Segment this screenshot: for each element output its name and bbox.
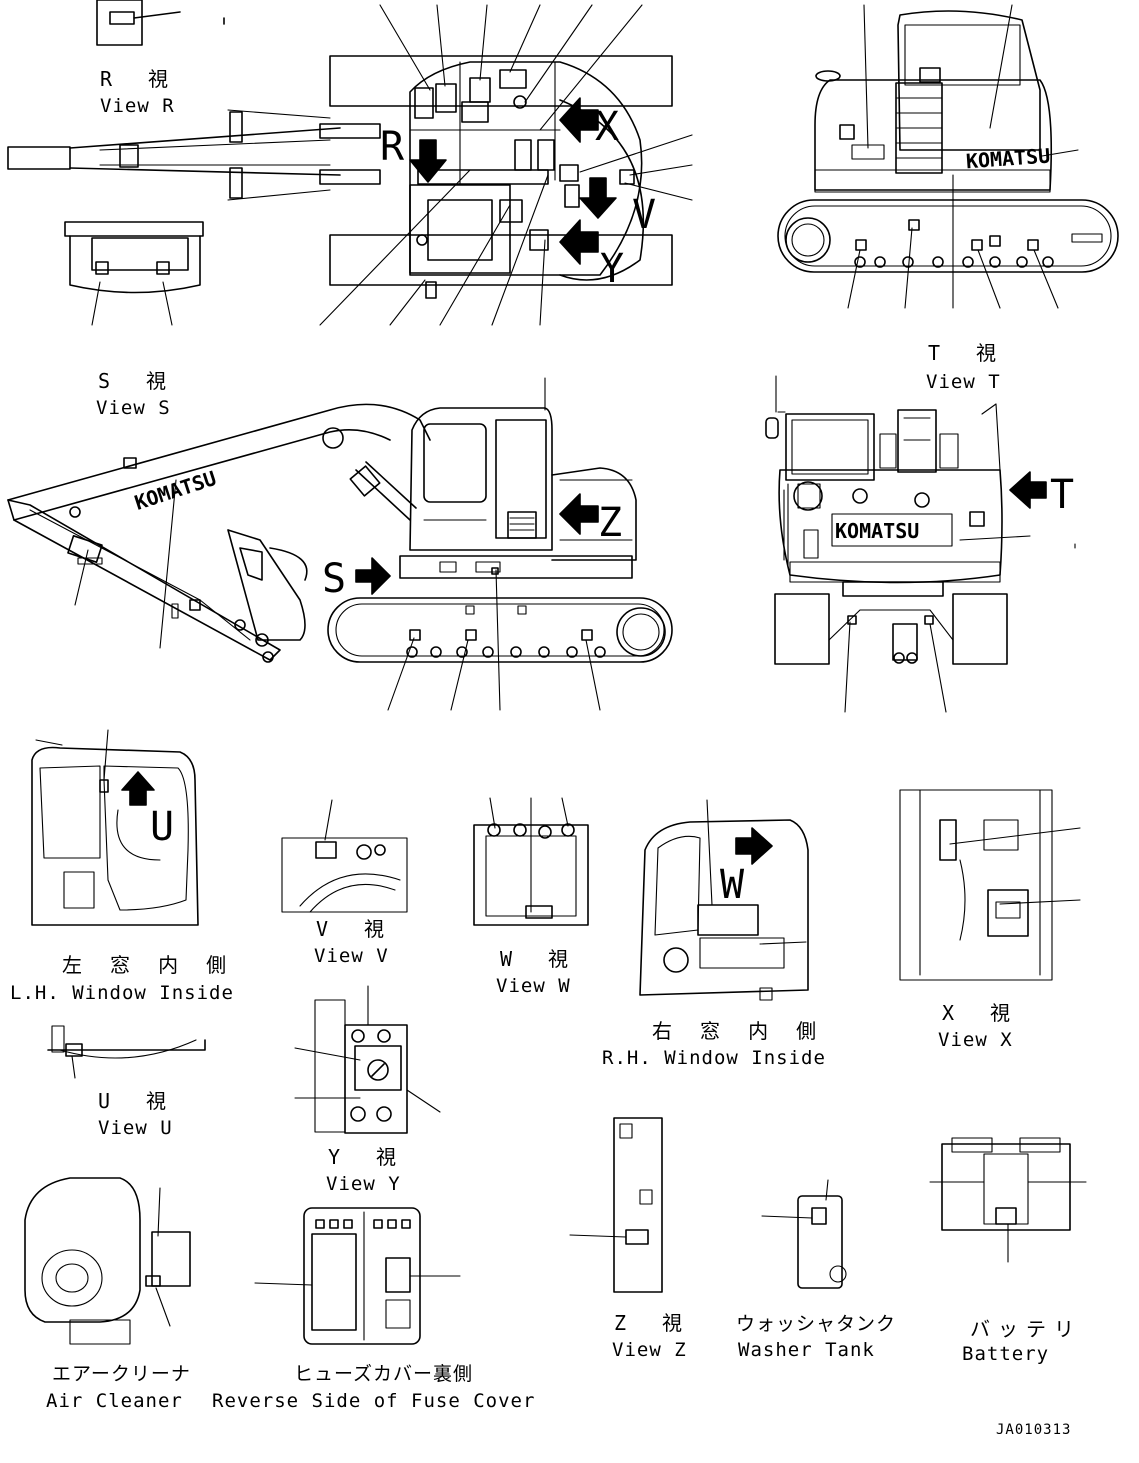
caption-view-r-jp: R 視 [100, 67, 176, 91]
view-letter-z: Z [598, 500, 622, 546]
caption-view-y-jp: Y 視 [328, 1145, 404, 1169]
caption-washer-tank-jp: ウォッシャタンク [736, 1313, 896, 1335]
view-letter-s: S [322, 556, 346, 602]
view-letter-y: Y [600, 246, 624, 292]
caption-battery-jp: バッテリ [970, 1317, 1082, 1341]
view-letter-x: X [595, 104, 619, 150]
caption-view-w-en: View W [496, 975, 571, 997]
caption-view-t-en: View T [926, 371, 1001, 393]
view-letter-r: R [380, 124, 405, 170]
view-letter-w: W [720, 862, 745, 908]
top-plan-view [7, 4, 693, 326]
caption-view-y-en: View Y [326, 1173, 401, 1195]
view-s-detail [64, 221, 204, 326]
drawing-number: JA010313 [996, 1422, 1071, 1438]
brand-mark-rear-view: KOMATSU [835, 519, 919, 543]
caption-view-r-en: View R [100, 95, 175, 117]
battery-detail [929, 1137, 1087, 1263]
caption-battery-en: Battery [962, 1343, 1049, 1365]
caption-view-u-jp: U 視 [98, 1089, 174, 1113]
view-letter-u: U [150, 804, 174, 850]
caption-view-z-en: View Z [612, 1339, 687, 1361]
caption-view-s-jp: S 視 [98, 369, 174, 393]
side-machine-view [7, 377, 673, 711]
caption-washer-tank-en: Washer Tank [738, 1339, 875, 1361]
rh-window-inside-view [639, 799, 809, 1001]
view-letter-t: T [1050, 472, 1074, 518]
caption-view-u-en: View U [98, 1117, 173, 1139]
washer-tank-detail [761, 1179, 847, 1289]
caption-fuse-cover-jp: ヒューズカバー裏側 [294, 1363, 473, 1385]
fuse-cover-detail [254, 1207, 461, 1345]
caption-lh-window-en: L.H. Window Inside [10, 982, 234, 1004]
caption-air-cleaner-jp: エアークリーナ [52, 1363, 191, 1385]
caption-view-t-jp: T 視 [928, 341, 1004, 365]
brand-mark-rear: KOMATSU [965, 144, 1051, 174]
caption-view-w-jp: W 視 [500, 947, 576, 971]
view-letter-v: V [632, 192, 656, 238]
caption-view-x-jp: X 視 [942, 1001, 1018, 1025]
caption-view-z-jp: Z 視 [614, 1311, 690, 1335]
view-y-detail [294, 985, 441, 1134]
caption-rh-window-en: R.H. Window Inside [602, 1047, 826, 1069]
lh-window-inside-view [31, 729, 199, 926]
view-r-detail [96, 0, 225, 46]
caption-air-cleaner-en: Air Cleaner [46, 1390, 183, 1412]
view-x-detail [899, 789, 1081, 981]
caption-rh-window-jp: 右 窓 内 側 [652, 1019, 824, 1043]
brand-mark-boom: KOMATSU [132, 466, 220, 515]
view-z-detail [569, 1117, 663, 1293]
caption-view-v-en: View V [314, 945, 389, 967]
caption-fuse-cover-en: Reverse Side of Fuse Cover [212, 1390, 535, 1412]
view-w-detail [473, 797, 589, 926]
air-cleaner-detail [24, 1177, 191, 1345]
view-v-detail [281, 799, 408, 913]
caption-view-v-jp: V 視 [316, 917, 392, 941]
view-u-detail [47, 1025, 206, 1079]
rear-view [765, 375, 1076, 713]
caption-view-s-en: View S [96, 397, 171, 419]
caption-lh-window-jp: 左 窓 内 側 [62, 953, 234, 977]
rear-machine-view [777, 4, 1119, 309]
caption-view-x-en: View X [938, 1029, 1013, 1051]
